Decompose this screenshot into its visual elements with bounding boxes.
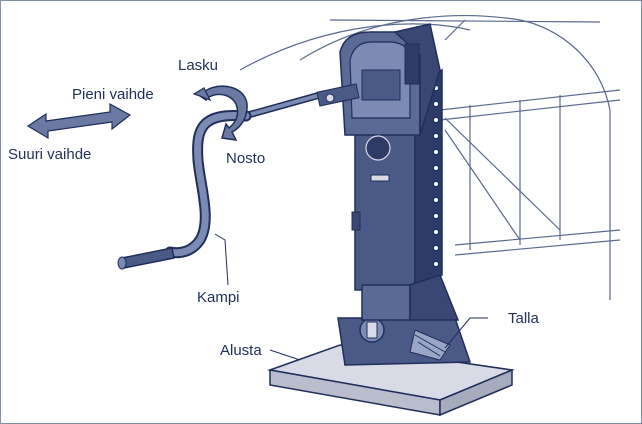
label-kampi: Kampi [197,289,240,306]
crank-handle [117,109,252,270]
label-pieni-vaihde: Pieni vaihde [72,86,154,103]
trailer-outline [239,15,621,300]
label-alusta: Alusta [220,342,262,359]
label-suuri-vaihde: Suuri vaihde [8,146,92,163]
label-lasku: Lasku [178,57,219,74]
base-plate [267,344,515,417]
crank-shaft [244,83,360,119]
label-talla: Talla [508,310,539,327]
label-nosto: Nosto [226,150,266,167]
leader-lines [214,233,488,361]
foot-pad [337,317,472,366]
rotation-arrow [192,85,248,141]
jack-leg [339,23,460,321]
gear-selection-arrow [26,102,132,140]
